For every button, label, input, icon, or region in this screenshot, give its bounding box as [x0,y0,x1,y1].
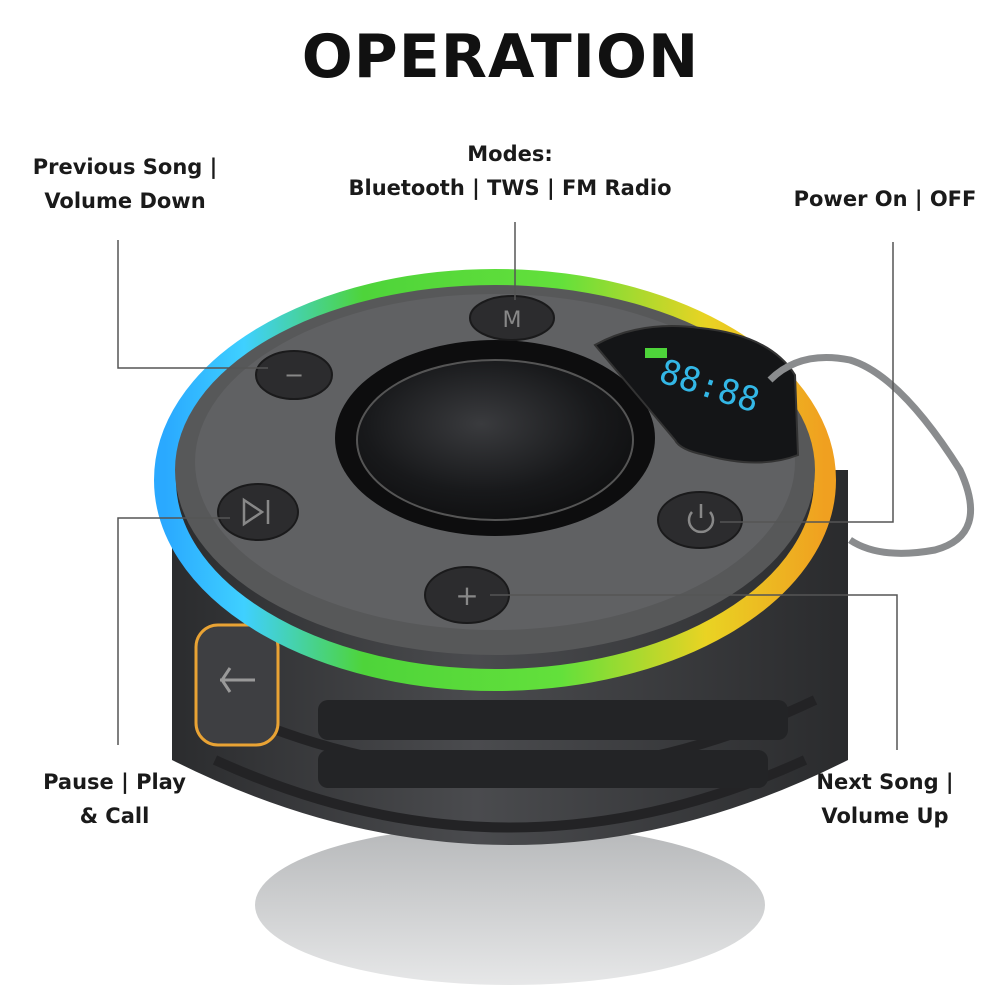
usb-port-cover[interactable] [194,623,280,747]
side-rib [212,755,808,833]
callout-line-previous [117,240,268,369]
side-slot [318,700,788,740]
speaker-grille [356,359,634,521]
pause-play-call-label: Pause | Play & Call [22,765,207,833]
power-label-line1: Power On | OFF [793,187,977,211]
pause-label-line2: & Call [79,804,150,828]
next-volume-up-button[interactable]: + [424,566,510,624]
modes-label-line1: Modes: [467,142,553,166]
next-label-line2: Volume Up [821,804,949,828]
mode-button[interactable]: M [469,295,555,341]
power-label: Power On | OFF [780,182,990,216]
next-volume-up-label: Next Song | Volume Up [790,765,980,833]
previous-volume-down-button[interactable]: − [255,350,333,400]
page-title: OPERATION [301,22,700,92]
modes-label: Modes: Bluetooth | TWS | FM Radio [330,137,690,205]
previous-label-line2: Volume Down [44,189,206,213]
display-panel [593,325,800,464]
pause-label-line1: Pause | Play [43,770,186,794]
usb-icon [220,667,255,693]
suction-base [255,825,765,985]
led-light-ring [154,269,836,691]
callout-line-power [720,242,894,523]
power-button[interactable] [657,491,743,549]
mode-button-label: M [503,308,522,333]
previous-volume-down-label: Previous Song | Volume Down [20,150,230,218]
signal-indicator [645,348,667,358]
carabiner-clip [767,354,975,557]
previous-label-line1: Previous Song | [32,155,218,179]
side-slot [318,750,768,788]
next-label-line1: Next Song | [816,770,954,794]
play-pause-button[interactable] [217,483,299,541]
callout-line-pause [117,517,230,745]
previous-button-label: − [284,361,304,389]
modes-label-line2: Bluetooth | TWS | FM Radio [348,176,672,200]
next-button-label: + [455,579,478,612]
callout-line-next [490,594,898,750]
power-icon [687,504,715,534]
play-pause-icon [242,497,270,527]
